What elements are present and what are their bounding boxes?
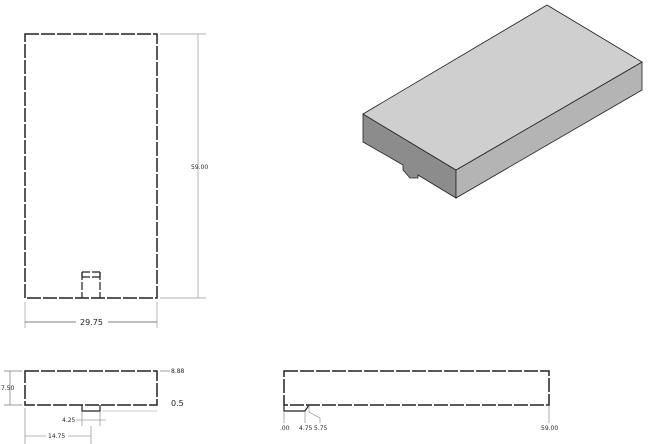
top-view: 59.00 29.75 [24,33,208,328]
side-view-ordinate-1: 4.75 [299,425,313,432]
side-view: .00 4.75 5.75 59.00 [280,370,558,432]
front-view-bottom-dim: 0.5 [171,399,184,408]
front-view-top-dim: 8.88 [171,368,185,375]
front-view-notch-width-dim: 4.25 [62,417,76,424]
front-view-notch-offset-dim: 14.75 [48,433,65,440]
front-view: 8.88 0.5 7.50 4.25 14.75 [1,368,185,444]
top-view-width-dim: 29.75 [80,318,103,327]
side-view-ordinate-0: .00 [280,425,290,432]
isometric-view [362,4,643,199]
front-view-height-dim: 7.50 [1,385,15,392]
top-view-height-dim: 59.00 [191,164,208,171]
side-view-ordinate-2: 5.75 [314,425,328,432]
side-view-ordinate-3: 59.00 [541,425,558,432]
